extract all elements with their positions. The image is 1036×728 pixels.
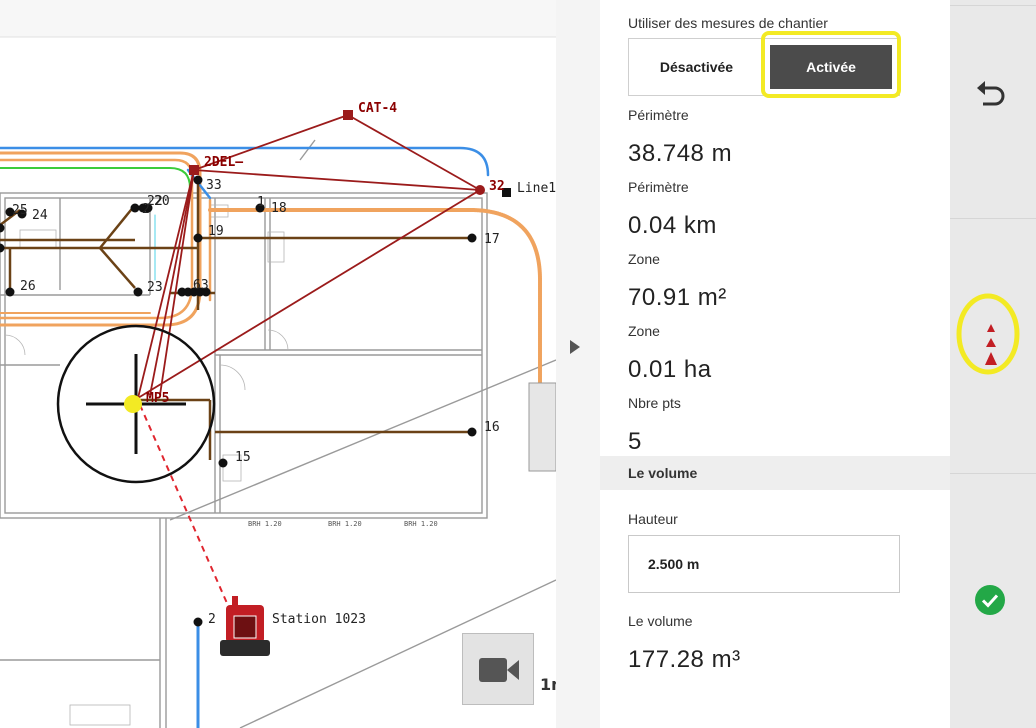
point-label-mp5: MP5 <box>146 391 169 406</box>
point-label: 18 <box>271 201 287 216</box>
video-camera-icon <box>479 658 519 682</box>
map-canvas[interactable]: BRH 1.20 BRH 1.20 BRH 1.20 <box>0 0 556 728</box>
points-count-value: 5 <box>628 428 642 449</box>
area-ha-label: Zone <box>628 323 660 339</box>
volume-section-header: Le volume <box>600 456 950 490</box>
point-label: 19 <box>208 224 224 239</box>
point-label: 63 <box>193 278 209 293</box>
divider <box>950 218 1036 219</box>
station-label: Station 1023 <box>272 612 366 627</box>
chevron-right-icon <box>570 340 580 354</box>
point-label: 17 <box>484 232 500 247</box>
point-label-line1: Line1Pt3 <box>517 181 556 196</box>
volume-label: Le volume <box>628 613 693 629</box>
floor-plan: BRH 1.20 BRH 1.20 BRH 1.20 <box>0 36 556 728</box>
point-label: 16 <box>484 420 500 435</box>
point-label-2del: 2DEL— <box>204 155 243 170</box>
height-label: Hauteur <box>628 511 678 527</box>
station-marker-icon[interactable] <box>220 596 270 656</box>
brh-label: BRH 1.20 <box>328 520 362 528</box>
undo-icon <box>977 81 1005 106</box>
point-label: 15 <box>235 450 251 465</box>
panel-collapse-handle[interactable] <box>556 0 600 728</box>
divider <box>950 5 1036 6</box>
area-ha-value: 0,01 ha <box>628 356 712 377</box>
point-label: 2 <box>208 612 216 627</box>
scale-label: 1m <box>540 675 556 694</box>
toggle-off-option[interactable]: Désactivée <box>659 59 734 75</box>
point-label: 20 <box>154 194 170 209</box>
confirm-check-icon <box>975 585 1005 615</box>
point-label-cat4: CAT-4 <box>358 101 397 116</box>
point-label: 24 <box>32 208 48 223</box>
point-label: 26 <box>20 279 36 294</box>
point-label: 22 <box>147 194 163 209</box>
area-m2-value: 70,91 m² <box>628 284 727 305</box>
points-icon <box>956 293 1020 375</box>
point-label: 25 <box>12 203 28 218</box>
perimeter-km-value: 0,04 km <box>628 212 717 233</box>
point-label-32: 32 <box>489 179 505 194</box>
measurement-panel: Utiliser des mesures de chantier Désacti… <box>600 0 950 728</box>
site-measures-label: Utiliser des mesures de chantier <box>628 15 828 31</box>
point-label: 2 <box>142 202 150 217</box>
measure-points-button[interactable] <box>955 292 1021 376</box>
divider <box>950 473 1036 474</box>
undo-button[interactable] <box>971 74 1011 114</box>
point-label: 1 <box>257 195 265 210</box>
camera-button[interactable] <box>462 633 534 705</box>
perimeter-m-label: Périmètre <box>628 107 689 123</box>
confirm-button[interactable] <box>974 584 1006 616</box>
height-input[interactable]: 2.500 m <box>628 535 900 593</box>
brh-label: BRH 1.20 <box>404 520 438 528</box>
action-rail <box>950 0 1036 728</box>
area-m2-label: Zone <box>628 251 660 267</box>
point-label: 33 <box>206 178 222 193</box>
points-count-label: Nbre pts <box>628 395 681 411</box>
toggle-on-option[interactable]: Activée <box>770 45 892 89</box>
brh-label: BRH 1.20 <box>248 520 282 528</box>
volume-value: 177,28 m³ <box>628 646 741 667</box>
perimeter-km-label: Périmètre <box>628 179 689 195</box>
point-label: 23 <box>147 280 163 295</box>
perimeter-m-value: 38,748 m <box>628 140 733 161</box>
site-measures-toggle[interactable]: Désactivée Activée <box>628 38 900 96</box>
